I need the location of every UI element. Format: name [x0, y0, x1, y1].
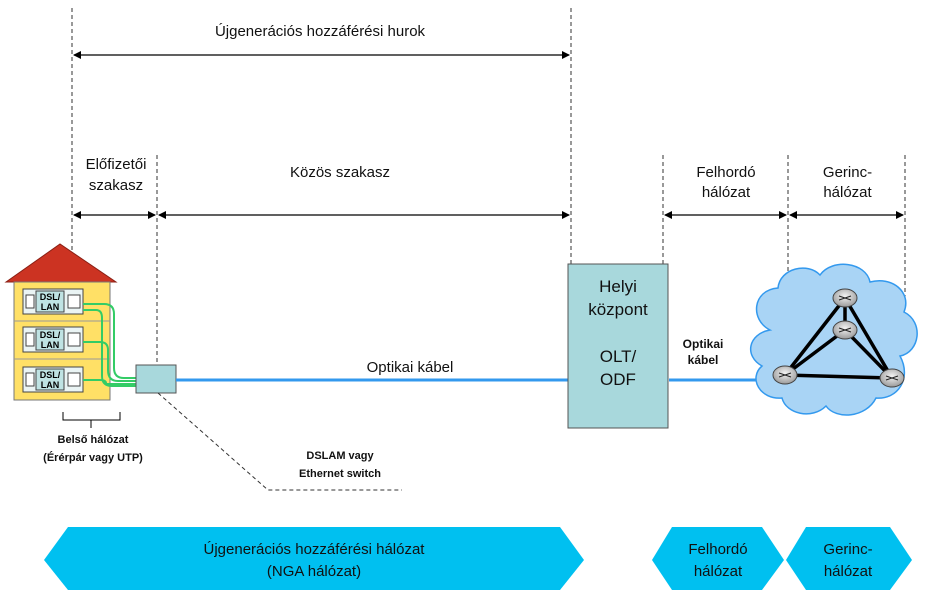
- window-label-top: DSL/: [40, 292, 61, 302]
- label-inhouse-2: (Érérpár vagy UTP): [43, 452, 143, 464]
- label-backhaul-1: Felhordó: [696, 164, 756, 181]
- unit-1: DSL/ LAN: [22, 288, 84, 315]
- window-label-bottom: LAN: [41, 302, 60, 312]
- label-common-section: Közös szakasz: [289, 164, 391, 181]
- label-olt: OLT/: [599, 347, 637, 366]
- svg-text:DSL/: DSL/: [40, 330, 61, 340]
- band-nga-text-1: Újgenerációs hozzáférési hálózat: [203, 541, 425, 558]
- label-fiber-bold-2: kábel: [687, 353, 719, 367]
- span-arrows: [73, 51, 904, 219]
- label-core-2: hálózat: [823, 184, 872, 201]
- label-central-office-1: Helyi: [599, 277, 637, 296]
- band-backhaul-text-1: Felhordó: [688, 541, 748, 558]
- label-inhouse-1: Belső hálózat: [57, 434, 129, 446]
- band-backhaul: [652, 527, 784, 590]
- house-roof: [4, 243, 118, 283]
- core-links: [783, 296, 894, 380]
- svg-text:DSL/: DSL/: [40, 370, 61, 380]
- band-core: [786, 527, 912, 590]
- routers: [772, 288, 905, 388]
- label-core-1: Gerinc-: [822, 164, 873, 181]
- label-subscriber-1: Előfizetői: [85, 156, 147, 173]
- label-dslam-2: Ethernet switch: [299, 468, 381, 480]
- svg-text:LAN: LAN: [41, 340, 60, 350]
- label-dslam-1: DSLAM vagy: [306, 450, 374, 462]
- apartment-units: DSL/ LAN DSL/ LAN DSL/ LAN: [22, 288, 84, 393]
- band-nga: [44, 527, 584, 590]
- unit-2: DSL/ LAN: [22, 326, 84, 353]
- label-odf: ODF: [600, 370, 636, 389]
- dslam-box: [135, 364, 177, 394]
- band-nga-text-2: (NGA hálózat): [266, 563, 362, 580]
- svg-text:LAN: LAN: [41, 380, 60, 390]
- router-icon: [832, 288, 858, 308]
- band-core-text-1: Gerinc-: [823, 541, 873, 558]
- inhouse-brace: [62, 412, 121, 421]
- boundary-lines: [71, 8, 906, 368]
- label-subscriber-2: szakasz: [88, 177, 144, 194]
- band-backhaul-text-2: hálózat: [693, 563, 743, 580]
- label-fiber-cable: Optikai kábel: [366, 359, 454, 376]
- label-access-loop: Újgenerációs hozzáférési hurok: [214, 23, 426, 40]
- band-core-text-2: hálózat: [823, 563, 873, 580]
- label-fiber-bold-1: Optikai: [682, 337, 724, 351]
- router-icon: [772, 365, 798, 385]
- router-icon: [832, 320, 858, 340]
- router-icon: [879, 368, 905, 388]
- central-office-box: [567, 263, 669, 429]
- label-central-office-2: központ: [588, 300, 648, 319]
- inhouse-wires: [83, 303, 136, 387]
- unit-3: DSL/ LAN: [22, 366, 84, 393]
- label-backhaul-2: hálózat: [701, 184, 751, 201]
